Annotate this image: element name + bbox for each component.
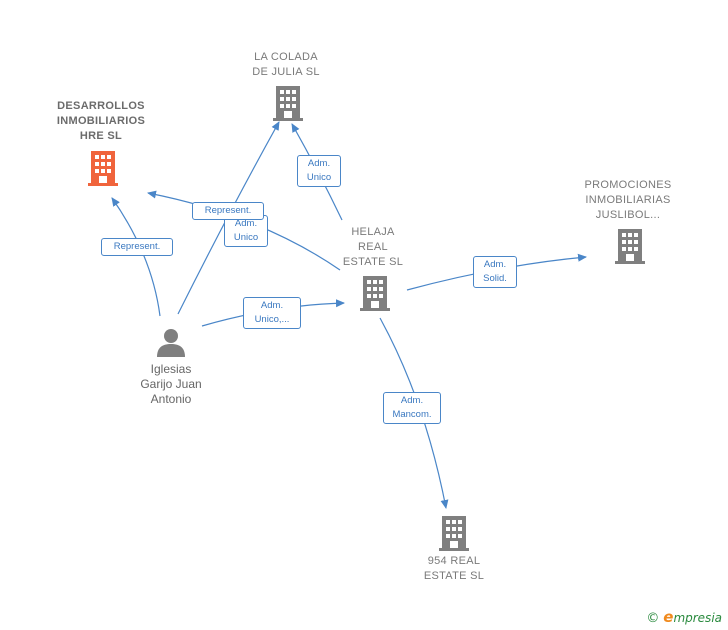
edge-label-represent-desarrollos[interactable]: Represent. [101, 238, 173, 256]
building-icon[interactable] [614, 227, 646, 265]
node-label-la-colada[interactable]: LA COLADA DE JULIA SL [226, 50, 346, 80]
edge-label-line: Unico [233, 232, 259, 243]
edge-label-represent-helaja[interactable]: Represent. [192, 202, 264, 220]
node-label-line: INMOBILIARIOS [56, 115, 146, 127]
edge-label-line: Adm. [483, 259, 507, 270]
edge-label-line: Solid. [483, 273, 507, 284]
person-icon[interactable] [155, 327, 187, 359]
edge-label-line: Adm. [234, 218, 258, 229]
edge-label-line: Represent. [204, 205, 252, 216]
edge-iglesias-to-desarrollos [111, 197, 161, 317]
brand-logo-text: mpresia [673, 611, 722, 625]
edge-label-line: Represent. [113, 241, 161, 252]
building-icon[interactable] [359, 274, 391, 312]
edge-label-line: Adm. [400, 395, 424, 406]
edge-label-adm-unico-lacolada[interactable]: Adm. Unico [297, 155, 341, 187]
node-label-line: HRE SL [79, 130, 123, 142]
node-label-line: REAL [358, 241, 388, 253]
node-label-line: DE JULIA SL [252, 66, 320, 78]
edge-label-line: Adm. [307, 158, 331, 169]
node-label-line: Iglesias [150, 362, 192, 376]
node-label-line: INMOBILIARIAS [585, 194, 671, 206]
node-label-line: ESTATE SL [342, 256, 404, 268]
edge-label-line: Unico [306, 172, 332, 183]
node-label-iglesias[interactable]: Iglesias Garijo Juan Antonio [118, 362, 224, 407]
node-label-line: 954 REAL [427, 555, 481, 567]
copyright-icon: © [646, 611, 660, 626]
node-label-line: DESARROLLOS [57, 100, 145, 112]
node-label-line: HELAJA [351, 226, 395, 238]
node-label-line: ESTATE SL [423, 570, 485, 582]
node-label-line: PROMOCIONES [584, 179, 672, 191]
building-icon[interactable] [87, 149, 119, 187]
footer-brand: © empresia [646, 608, 722, 626]
edge-label-adm-mancom[interactable]: Adm. Mancom. [383, 392, 441, 424]
node-label-line: Garijo Juan [140, 377, 202, 391]
edge-label-adm-solid[interactable]: Adm. Solid. [473, 256, 517, 288]
edge-label-line: Mancom. [392, 409, 432, 420]
building-icon[interactable] [438, 514, 470, 552]
edge-label-adm-unico-lacolada-person[interactable]: Adm. Unico [224, 215, 268, 247]
building-icon[interactable] [272, 84, 304, 122]
node-label-line: LA COLADA [254, 51, 318, 63]
edge-label-line: Unico,... [254, 314, 290, 325]
node-label-line: JUSLIBOL... [595, 209, 661, 221]
node-label-helaja[interactable]: HELAJA REAL ESTATE SL [323, 225, 423, 270]
brand-logo-initial: e [663, 608, 674, 626]
node-label-promociones[interactable]: PROMOCIONES INMOBILIARIAS JUSLIBOL... [568, 178, 688, 223]
edge-label-line: Adm. [260, 300, 284, 311]
node-label-line: Antonio [150, 392, 192, 406]
node-label-desarrollos[interactable]: DESARROLLOS INMOBILIARIOS HRE SL [30, 99, 172, 144]
edge-label-adm-unico-helaja[interactable]: Adm. Unico,... [243, 297, 301, 329]
node-label-954-real-estate[interactable]: 954 REAL ESTATE SL [404, 554, 504, 584]
